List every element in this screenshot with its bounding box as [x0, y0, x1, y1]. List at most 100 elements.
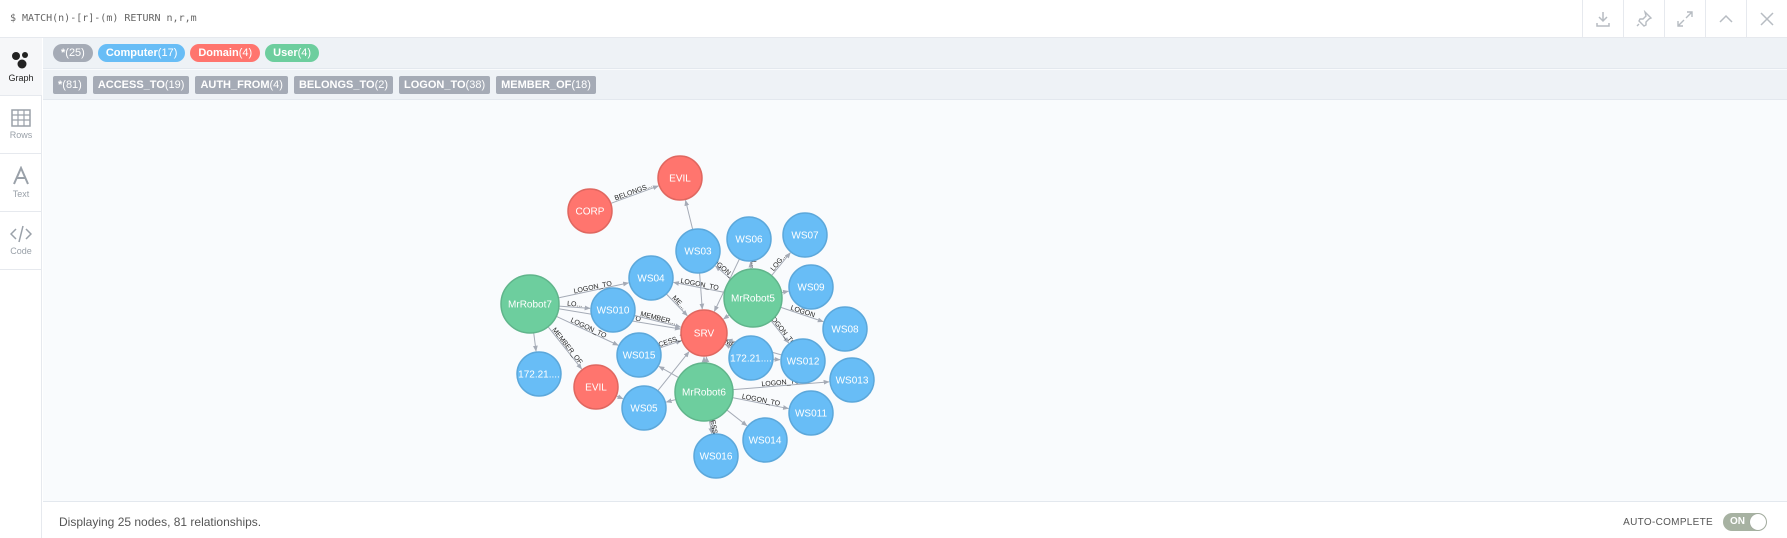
- node-circle[interactable]: [723, 268, 783, 328]
- node-computer-ws012[interactable]: WS012: [780, 338, 826, 384]
- node-computer-ip1[interactable]: 172.21....: [516, 351, 562, 397]
- node-domain-evil1[interactable]: EVIL: [657, 155, 703, 201]
- edge-mrrobot6-ws015[interactable]: [658, 365, 680, 379]
- edge-mrrobot6-ws016[interactable]: [708, 420, 714, 434]
- edge-mrrobot7-ws04[interactable]: [558, 281, 630, 299]
- edge-ws05-srv[interactable]: [657, 351, 690, 392]
- node-computer-ws014[interactable]: WS014: [742, 417, 788, 463]
- edge-mrrobot7-ip1[interactable]: [532, 332, 538, 352]
- rail-graph[interactable]: Graph: [0, 38, 42, 96]
- edge-evil2-ws05[interactable]: [615, 394, 624, 400]
- query-text[interactable]: $ MATCH(n)-[r]-(m) RETURN n,r,m: [10, 13, 197, 24]
- node-domain-evil2[interactable]: EVIL: [573, 364, 619, 410]
- edge-ws015-srv[interactable]: [659, 340, 682, 349]
- node-user-mrrobot5[interactable]: MrRobot5: [723, 268, 783, 328]
- edge-ws010-srv[interactable]: [634, 314, 682, 329]
- close-button[interactable]: [1746, 0, 1787, 38]
- node-computer-ws04[interactable]: WS04: [628, 255, 674, 301]
- label-pill-computer[interactable]: Computer(17): [97, 44, 186, 62]
- edge-mrrobot5-ws04[interactable]: [672, 281, 725, 293]
- rel-tag-access-to[interactable]: ACCESS_TO(19): [92, 75, 190, 94]
- label-pill-all[interactable]: *(25): [53, 44, 93, 62]
- node-computer-ws08[interactable]: WS08: [822, 306, 868, 352]
- node-circle[interactable]: [728, 335, 774, 381]
- node-computer-ws03[interactable]: WS03: [675, 228, 721, 274]
- status-footer: Displaying 25 nodes, 81 relationships. A…: [43, 501, 1787, 538]
- edge-mrrobot5-ws09[interactable]: [781, 289, 789, 295]
- collapse-button[interactable]: [1705, 0, 1746, 38]
- node-circle[interactable]: [657, 155, 703, 201]
- node-circle[interactable]: [742, 417, 788, 463]
- edge-mrrobot7-evil2[interactable]: [547, 326, 583, 370]
- node-circle[interactable]: [726, 216, 772, 262]
- edge-mrrobot5-ws012[interactable]: [770, 320, 790, 344]
- pin-button[interactable]: [1623, 0, 1664, 38]
- node-circle[interactable]: [788, 264, 834, 310]
- rel-tag-all[interactable]: *(81): [53, 75, 87, 94]
- node-circle[interactable]: [621, 385, 667, 431]
- rail-rows[interactable]: Rows: [0, 96, 42, 154]
- label-pill-user[interactable]: User(4): [265, 44, 320, 62]
- node-circle[interactable]: [782, 212, 828, 258]
- node-computer-ws016[interactable]: WS016: [693, 433, 739, 479]
- node-circle[interactable]: [573, 364, 619, 410]
- node-user-mrrobot7[interactable]: MrRobot7: [500, 274, 560, 334]
- edge-corp-evil1[interactable]: [610, 185, 659, 204]
- rel-tag-auth-from[interactable]: AUTH_FROM(4): [195, 75, 288, 94]
- node-computer-ws05[interactable]: WS05: [621, 385, 667, 431]
- node-circle[interactable]: [675, 228, 721, 274]
- edge-ws03-srv[interactable]: [699, 272, 705, 310]
- edge-ws04-srv[interactable]: [665, 293, 688, 317]
- rail-text[interactable]: Text: [0, 154, 42, 212]
- node-computer-ws07[interactable]: WS07: [782, 212, 828, 258]
- node-computer-ws010[interactable]: WS010: [590, 287, 636, 333]
- edge-mrrobot7-ws010[interactable]: [558, 305, 591, 311]
- node-circle[interactable]: [500, 274, 560, 334]
- node-computer-ws015[interactable]: WS015: [616, 332, 662, 378]
- rel-tag-member-of[interactable]: MEMBER_OF(18): [496, 75, 596, 94]
- node-computer-ws09[interactable]: WS09: [788, 264, 834, 310]
- node-circle[interactable]: [680, 309, 728, 357]
- graph-svg[interactable]: BELONGS...LOGON_TOLO...LOGON_TOMEMBER_OF…: [43, 101, 1787, 501]
- node-label: WS05: [630, 404, 658, 415]
- download-button[interactable]: [1582, 0, 1623, 38]
- node-circle[interactable]: [616, 332, 662, 378]
- node-computer-ws013[interactable]: WS013: [829, 357, 875, 403]
- toggle-knob: [1750, 514, 1766, 530]
- edge-mrrobot6-ws011[interactable]: [732, 397, 790, 410]
- rail-code[interactable]: Code: [0, 212, 42, 270]
- node-computer-ws06[interactable]: WS06: [726, 216, 772, 262]
- edge-mrrobot5-ws07[interactable]: [771, 252, 791, 276]
- node-domain-corp[interactable]: CORP: [567, 188, 613, 234]
- node-circle[interactable]: [822, 306, 868, 352]
- node-computer-ip2[interactable]: 172.21....: [728, 335, 774, 381]
- node-circle[interactable]: [693, 433, 739, 479]
- node-circle[interactable]: [628, 255, 674, 301]
- fullscreen-button[interactable]: [1664, 0, 1705, 38]
- node-user-mrrobot6[interactable]: MrRobot6: [674, 362, 734, 422]
- node-circle[interactable]: [780, 338, 826, 384]
- edge-mrrobot5-ws03[interactable]: [715, 265, 732, 280]
- node-circle[interactable]: [674, 362, 734, 422]
- edge-mrrobot6-ws013[interactable]: [732, 379, 830, 391]
- edge-mrrobot6-ws05[interactable]: [665, 398, 677, 404]
- node-computer-ws011[interactable]: WS011: [788, 390, 834, 436]
- autocomplete-toggle[interactable]: ON: [1723, 513, 1767, 531]
- edge-ws03-evil1[interactable]: [684, 199, 694, 230]
- node-circle[interactable]: [788, 390, 834, 436]
- edge-ip2-srv[interactable]: [724, 343, 732, 349]
- edge-mrrobot6-ws014[interactable]: [726, 409, 748, 427]
- node-circle[interactable]: [567, 188, 613, 234]
- edge-mrrobot5-srv[interactable]: [723, 313, 730, 320]
- node-circle[interactable]: [516, 351, 562, 397]
- node-circle[interactable]: [829, 357, 875, 403]
- edge-mrrobot7-ws015[interactable]: [556, 315, 619, 346]
- node-circle[interactable]: [590, 287, 636, 333]
- node-domain-srv[interactable]: SRV: [680, 309, 728, 357]
- rail-rows-label: Rows: [9, 130, 33, 140]
- rel-tag-belongs-to[interactable]: BELONGS_TO(2): [293, 75, 394, 94]
- rel-tag-logon-to[interactable]: LOGON_TO(38): [399, 75, 491, 94]
- label-pill-domain[interactable]: Domain(4): [190, 44, 261, 62]
- edge-mrrobot5-ws08[interactable]: [780, 306, 824, 323]
